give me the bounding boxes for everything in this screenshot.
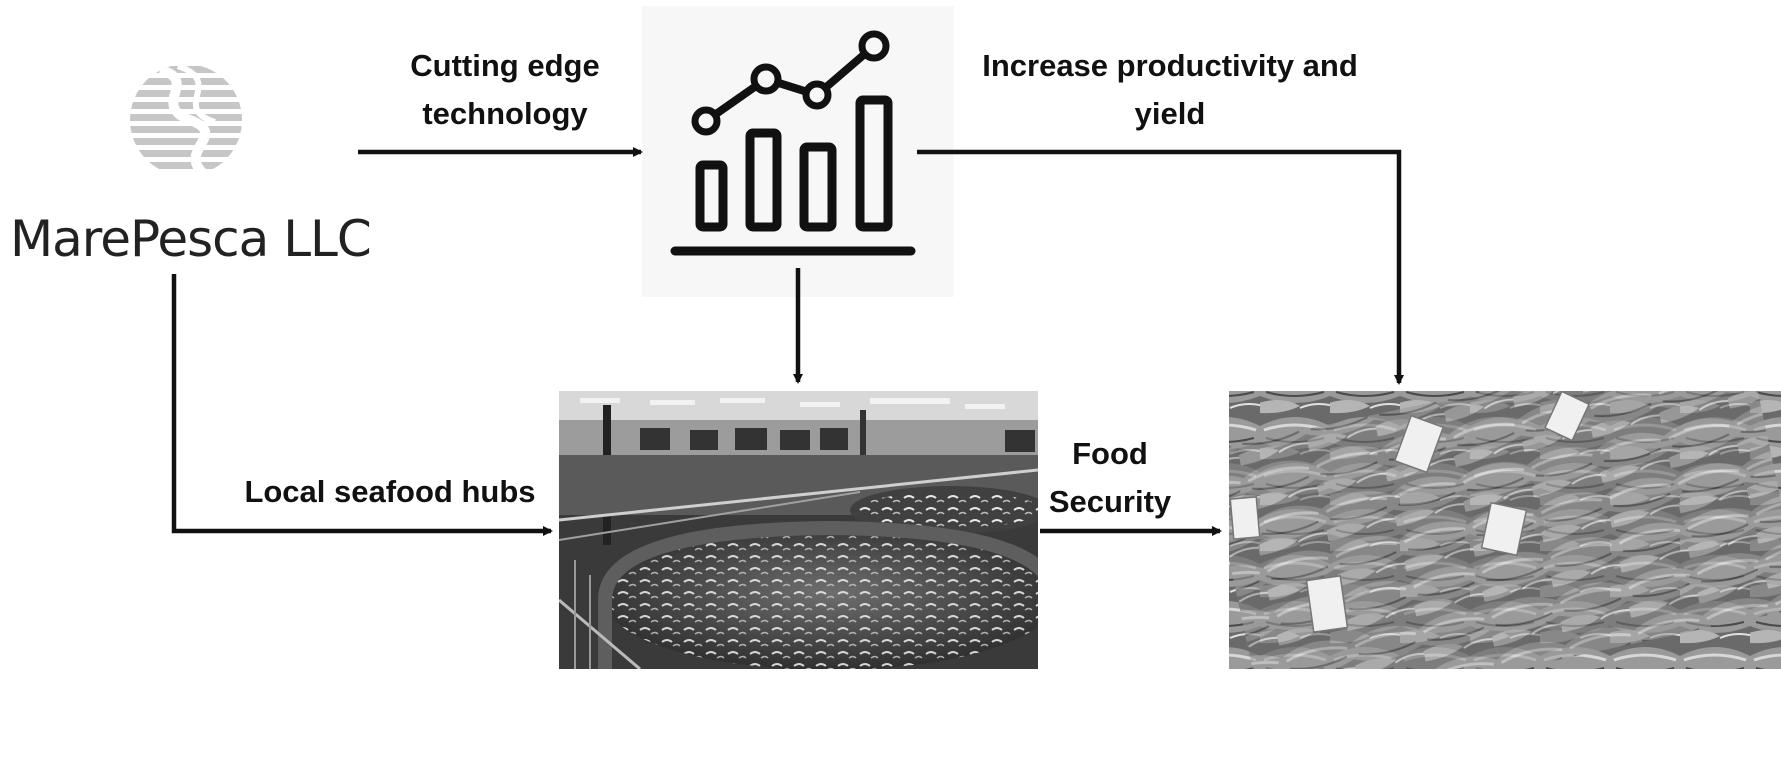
connector-arrows — [171, 147, 1404, 536]
wave-globe-icon — [130, 64, 242, 176]
label-line: Food — [1072, 436, 1148, 471]
label-line: Security — [1048, 484, 1172, 519]
growth-chart-icon — [642, 6, 954, 297]
label-line: yield — [1134, 96, 1206, 131]
label-food-security: Food Security — [1040, 430, 1180, 526]
label-line: Increase productivity and — [982, 48, 1358, 83]
seafood-market-photo — [1229, 391, 1781, 669]
company-name: MarePesca LLC — [10, 210, 372, 268]
arrow-chart-to-market — [917, 149, 1404, 385]
label-productivity: Increase productivity and yield — [960, 42, 1380, 138]
label-cutting-edge: Cutting edge technology — [385, 42, 625, 138]
label-line: technology — [422, 96, 588, 131]
arrow-logo-to-farm — [171, 274, 553, 536]
aquaculture-tanks-photo — [559, 391, 1038, 669]
label-local-hubs: Local seafood hubs — [244, 474, 536, 509]
label-line: Cutting edge — [410, 48, 600, 83]
